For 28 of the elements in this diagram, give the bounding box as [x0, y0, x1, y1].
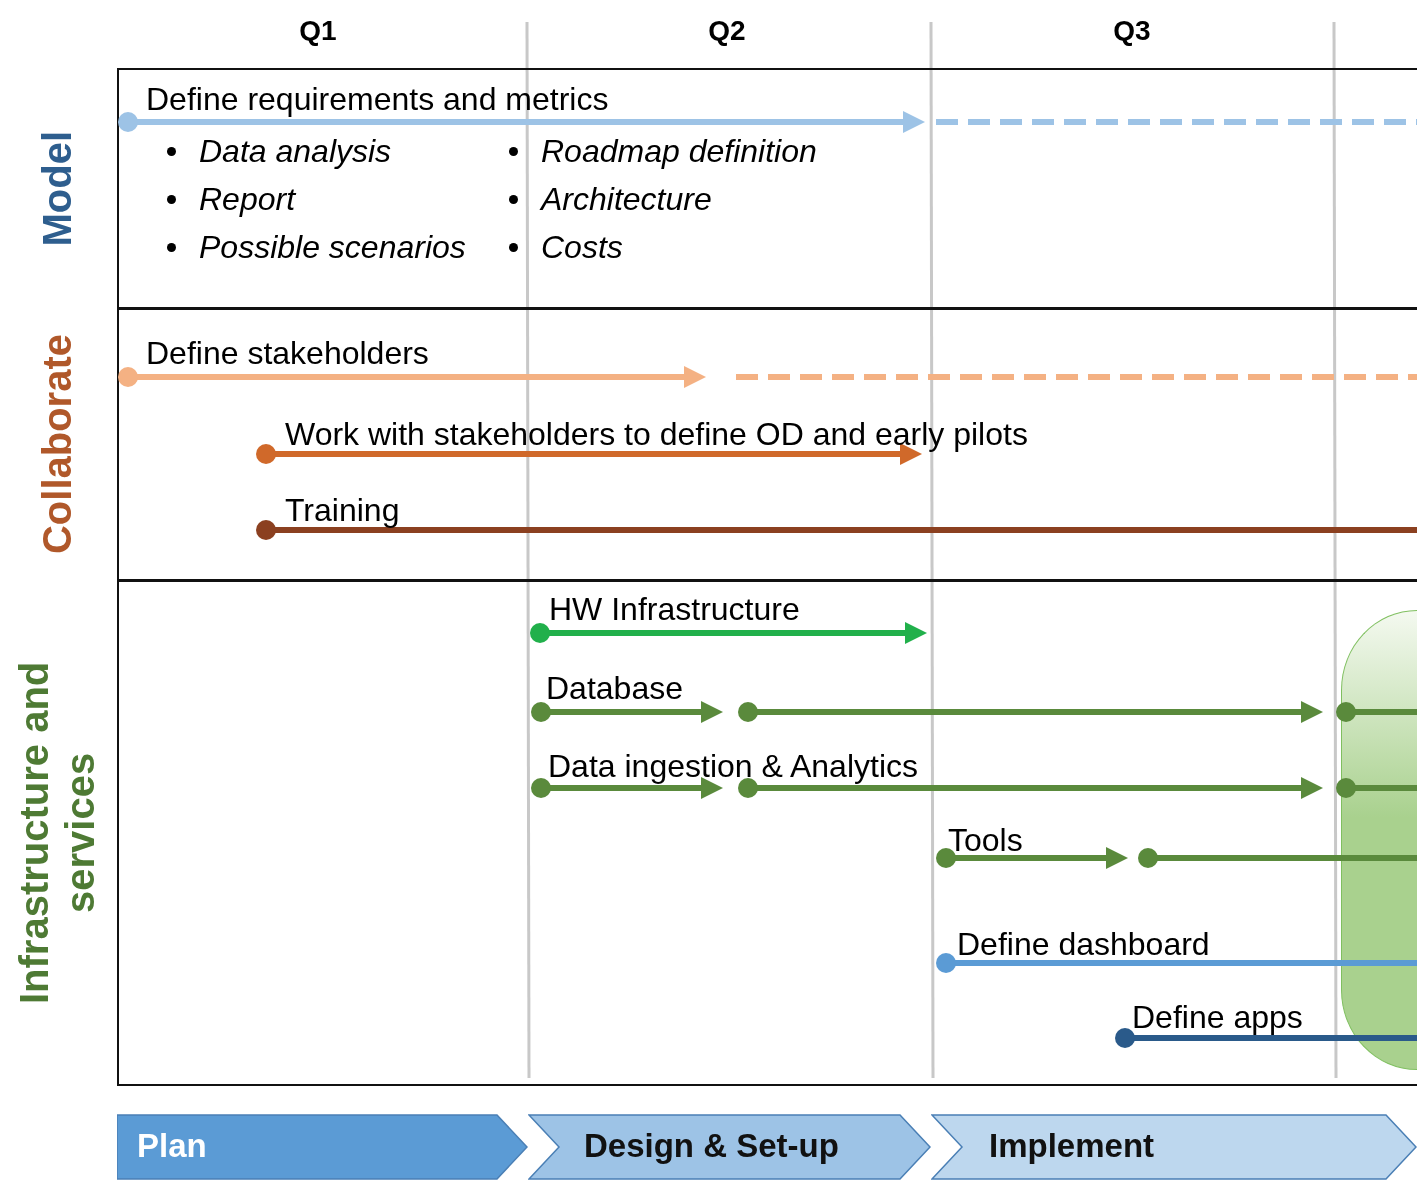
- lane-heading: Infrastructure and services: [11, 660, 103, 1006]
- bullet-item: Possible scenarios: [199, 228, 466, 266]
- quarter-header: Q1: [299, 14, 337, 48]
- phase-label: Implement: [989, 1126, 1155, 1166]
- bullet-item: Data analysis: [199, 132, 392, 170]
- task-label: Tools: [948, 821, 1023, 859]
- task-label: Define stakeholders: [146, 334, 429, 372]
- bullet-item: Architecture: [541, 180, 712, 218]
- quarter-header: Q2: [708, 14, 746, 48]
- task-label: Define requirements and metrics: [146, 80, 609, 118]
- phase-banner: [528, 1114, 931, 1180]
- task-label: Define apps: [1132, 998, 1303, 1036]
- bullet-item: Roadmap definition: [541, 132, 817, 170]
- task-label: Define dashboard: [957, 925, 1210, 963]
- phase-banner: [931, 1114, 1417, 1180]
- bullet-item: Report: [199, 180, 296, 218]
- task-label: Data ingestion & Analytics: [548, 747, 918, 785]
- task-label: Database: [546, 669, 683, 707]
- lane-heading: Model: [34, 131, 80, 247]
- bullet-item: Costs: [541, 228, 623, 266]
- phase-label: Design & Set-up: [584, 1126, 839, 1166]
- phase-banner: [117, 1114, 528, 1180]
- task-label: HW Infrastructure: [549, 590, 800, 628]
- phase-label: Plan: [137, 1126, 207, 1166]
- task-label: Training: [285, 491, 400, 529]
- quarter-header: Q3: [1113, 14, 1151, 48]
- lane-heading: Collaborate: [34, 334, 80, 555]
- task-label: Work with stakeholders to define OD and early pilots: [285, 415, 1028, 453]
